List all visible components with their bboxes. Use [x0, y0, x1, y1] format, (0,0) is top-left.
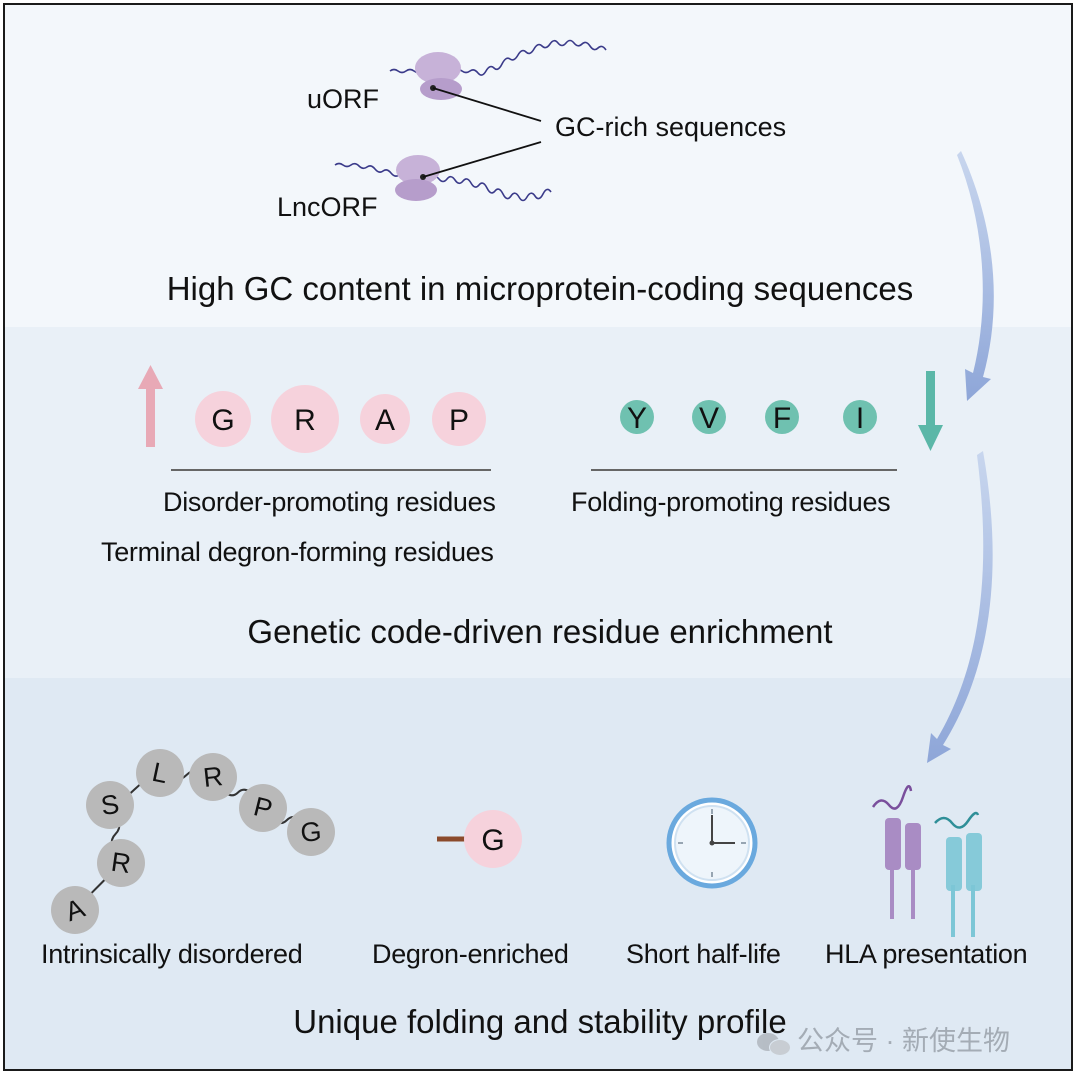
degron-icon: G [437, 810, 522, 868]
wechat-icon [757, 1031, 791, 1056]
chain-residue-label: G [299, 816, 322, 847]
disorder-residue-label: G [211, 404, 234, 437]
section-gc-content [5, 5, 1071, 327]
hla-molecule-icon [871, 784, 982, 937]
chain-residue-label: R [109, 847, 132, 879]
disorder-residue-label: A [375, 404, 395, 437]
watermark: 公众号 · 新使生物 [757, 1019, 1010, 1058]
chain-residue-circle [239, 784, 287, 832]
clock-icon [666, 797, 758, 889]
ribosome-icon-lower [395, 155, 440, 201]
caption-hla: HLA presentation [825, 939, 1028, 969]
up-arrow-icon [138, 365, 163, 447]
chain-residue-label: S [99, 789, 121, 821]
chain-residue-circle [97, 839, 145, 887]
folding-residue-label: I [856, 402, 864, 435]
section2-title: Genetic code-driven residue enrichment [247, 613, 833, 650]
label-lncorf: LncORF [277, 192, 378, 222]
folding-residue-circle [765, 400, 799, 434]
folding-residue-circle [692, 400, 726, 434]
disorder-residue-label: R [294, 404, 316, 437]
folding-residue-label: V [699, 402, 719, 435]
folding-residue-label: F [773, 402, 791, 435]
degron-residue-label: G [481, 824, 504, 857]
disorder-residue-circle [195, 391, 251, 447]
pointer-line-lower [422, 141, 542, 178]
chain-residue-label: R [202, 761, 225, 793]
label-uorf: uORF [307, 84, 380, 114]
caption-disorder: Disorder-promoting residues [163, 487, 496, 517]
caption-half-life: Short half-life [626, 939, 781, 969]
disorder-residue-circle [360, 394, 410, 444]
label-gc-rich: GC-rich sequences [555, 112, 787, 142]
chain-residue-circle [189, 753, 237, 801]
pointer-line-upper [432, 87, 542, 122]
down-arrow-icon [918, 371, 943, 451]
watermark-text: 公众号 · 新使生物 [797, 1026, 1010, 1056]
chain-residue-circle [51, 886, 99, 934]
caption-degron-enriched: Degron-enriched [372, 939, 569, 969]
caption-disordered: Intrinsically disordered [41, 939, 303, 969]
chain-residue-label: L [150, 757, 171, 789]
section1-title: High GC content in microprotein-coding s… [166, 270, 914, 307]
flow-arrow-upper [957, 151, 994, 401]
caption-folding: Folding-promoting residues [571, 487, 891, 517]
disorder-residue-label: P [449, 404, 469, 437]
folding-residue-circle [843, 400, 877, 434]
mrna-strand-lower [334, 162, 552, 202]
caption-degron: Terminal degron-forming residues [101, 537, 494, 567]
chain-residue-circle [86, 781, 134, 829]
chain-residue-circle [287, 808, 335, 856]
chain-residue-circle [136, 749, 184, 797]
folding-residue-circle [620, 400, 654, 434]
disorder-residue-circle [432, 392, 486, 446]
section3-title: Unique folding and stability profile [293, 1003, 787, 1040]
folding-residue-label: Y [627, 402, 647, 435]
section-residue-enrichment [5, 327, 1071, 678]
flow-arrow-lower [927, 451, 993, 763]
disorder-residue-circle [271, 385, 339, 453]
ribosome-icon-upper [415, 52, 462, 100]
